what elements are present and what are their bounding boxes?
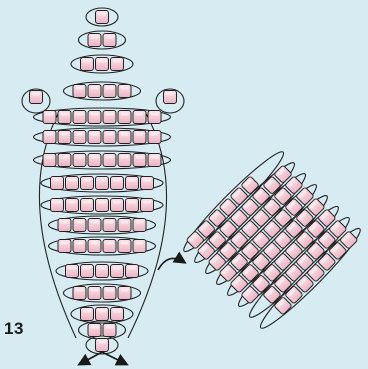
bead (88, 131, 101, 144)
bead (148, 111, 161, 124)
bead (81, 177, 94, 190)
bead (103, 324, 116, 337)
bead (118, 154, 131, 167)
bead (103, 111, 116, 124)
bead (148, 154, 161, 167)
bead (73, 219, 86, 232)
bead (96, 339, 109, 352)
bead (118, 111, 131, 124)
bead (58, 219, 71, 232)
bead (51, 177, 64, 190)
right-bead-panel (186, 165, 358, 315)
left-bead-panel (30, 11, 177, 352)
bead (103, 85, 116, 98)
bead (73, 111, 86, 124)
bead (111, 199, 124, 212)
bead (96, 58, 109, 71)
bead (133, 219, 146, 232)
bead (58, 154, 71, 167)
bead (88, 154, 101, 167)
bead-left-outer (30, 91, 43, 104)
bead (88, 34, 101, 47)
bead (126, 265, 139, 278)
bead (103, 34, 116, 47)
bead (58, 131, 71, 144)
bead (118, 131, 131, 144)
bead (96, 265, 109, 278)
bead (133, 154, 146, 167)
bead (118, 240, 131, 253)
bead (88, 111, 101, 124)
bead (118, 85, 131, 98)
bead (126, 177, 139, 190)
bead (58, 240, 71, 253)
bead (43, 154, 56, 167)
bead (58, 111, 71, 124)
bead (133, 240, 146, 253)
bead (81, 265, 94, 278)
bead (81, 199, 94, 212)
bead (73, 240, 86, 253)
bead (103, 154, 116, 167)
bead (73, 154, 86, 167)
bead (88, 240, 101, 253)
bead (88, 324, 101, 337)
bead (96, 308, 109, 321)
bead (81, 308, 94, 321)
bead (141, 177, 154, 190)
bead (133, 111, 146, 124)
bead (51, 199, 64, 212)
bead (111, 308, 124, 321)
bead (111, 265, 124, 278)
bead (103, 219, 116, 232)
bead (103, 287, 116, 300)
bead (126, 199, 139, 212)
bead (111, 177, 124, 190)
bead (73, 85, 86, 98)
bead (111, 58, 124, 71)
bead (66, 199, 79, 212)
arrow-down-right (102, 352, 126, 364)
bead (88, 287, 101, 300)
bead (66, 265, 79, 278)
bead (88, 85, 101, 98)
bead (73, 131, 86, 144)
bead (103, 240, 116, 253)
bead (66, 177, 79, 190)
bead (81, 58, 94, 71)
bead (103, 131, 116, 144)
figure-label: 13 (4, 319, 24, 339)
bead (88, 219, 101, 232)
arrow-connector (158, 258, 184, 270)
bead (96, 199, 109, 212)
bead (148, 131, 161, 144)
bead (73, 287, 86, 300)
bead (43, 111, 56, 124)
arrow-down-left (80, 352, 102, 364)
bead (96, 177, 109, 190)
bead (43, 131, 56, 144)
bead (133, 131, 146, 144)
bead (96, 11, 109, 24)
bead (118, 219, 131, 232)
bead (141, 199, 154, 212)
bead (118, 287, 131, 300)
bead-left-outer (164, 91, 177, 104)
